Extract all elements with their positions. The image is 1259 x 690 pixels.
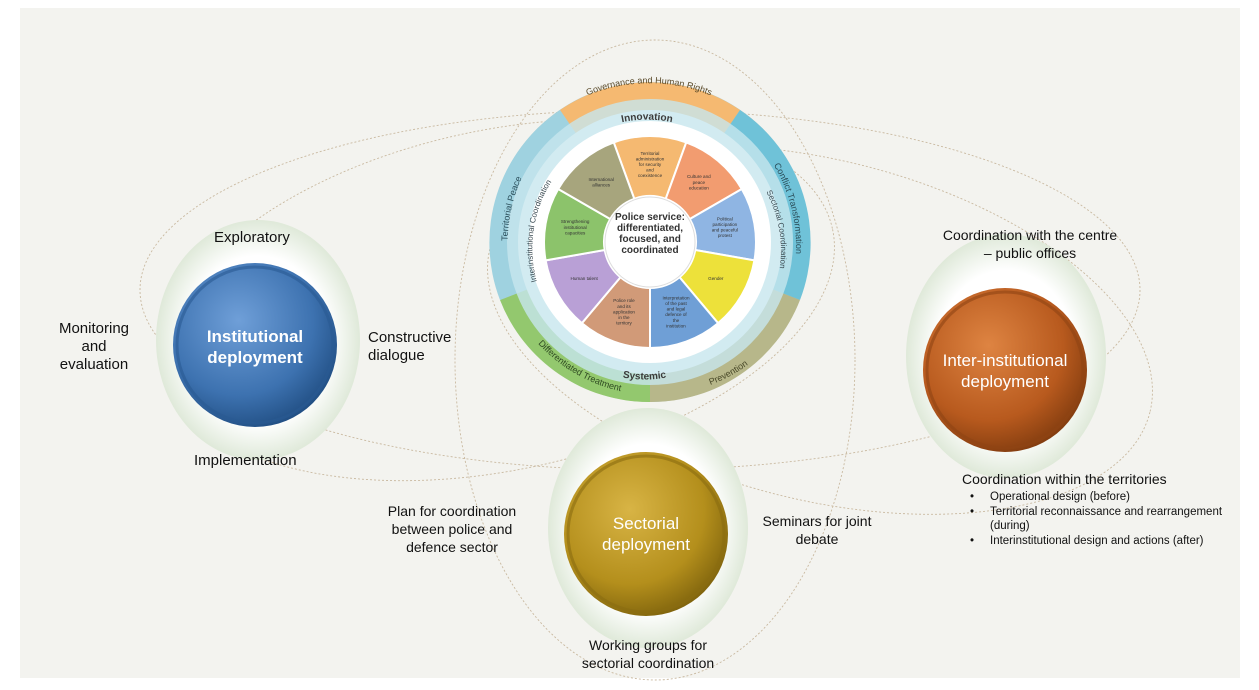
wheel-segment-label: Gender xyxy=(708,276,724,281)
sectorial-seminars: Seminars for joint debate xyxy=(762,513,872,547)
institutional-monitoring: Monitoring and evaluation xyxy=(58,320,130,373)
territories-list: Operational design (before) Territorial … xyxy=(968,490,1235,549)
connector-ellipses xyxy=(139,39,1153,681)
svg-text:Innovation: Innovation xyxy=(620,112,673,126)
institutional-implementation: Implementation xyxy=(194,452,297,469)
connector-ellipse-wide xyxy=(139,109,1141,471)
territories-item: Interinstitutional design and actions (a… xyxy=(970,534,1235,548)
sectorial-plan: Plan for coordination between police and… xyxy=(387,503,517,555)
institutional-exploratory: Exploratory xyxy=(214,229,290,246)
sectorial-title: Sectorial deployment xyxy=(602,514,690,554)
connector-ellipse-right xyxy=(487,145,1153,515)
wheel-segment-label: Human talent xyxy=(571,276,599,281)
territories-item: Territorial reconnaissance and rearrange… xyxy=(970,505,1235,533)
territories-item: Operational design (before) xyxy=(970,490,1235,504)
inter-institutional-title: Inter-institutional deployment xyxy=(942,351,1068,391)
inter-institutional-territories-heading: Coordination within the territories xyxy=(962,471,1167,487)
connector-ellipse-tall xyxy=(454,39,856,681)
institutional-title: Institutional deployment xyxy=(206,327,304,367)
connector-ellipse-left xyxy=(165,118,835,482)
svg-text:Systemic: Systemic xyxy=(622,370,667,383)
wheel-segment xyxy=(556,141,636,221)
inter-institutional-circle xyxy=(923,288,1087,452)
wheel-hub xyxy=(604,196,696,288)
sectorial-working-groups: Working groups for sectorial coordinatio… xyxy=(581,637,715,671)
ring-label-systemic: Systemic xyxy=(622,370,667,383)
institutional-constructive-dialogue: Constructive dialogue xyxy=(368,329,452,364)
wheel-hub-label: Police service: differentiated, focused,… xyxy=(614,212,686,256)
sectorial-circle xyxy=(564,452,728,616)
institutional-circle xyxy=(173,263,337,427)
ring-label-innovation: Innovation xyxy=(620,112,673,126)
inter-institutional-centre: Coordination with the centre – public of… xyxy=(942,227,1118,261)
